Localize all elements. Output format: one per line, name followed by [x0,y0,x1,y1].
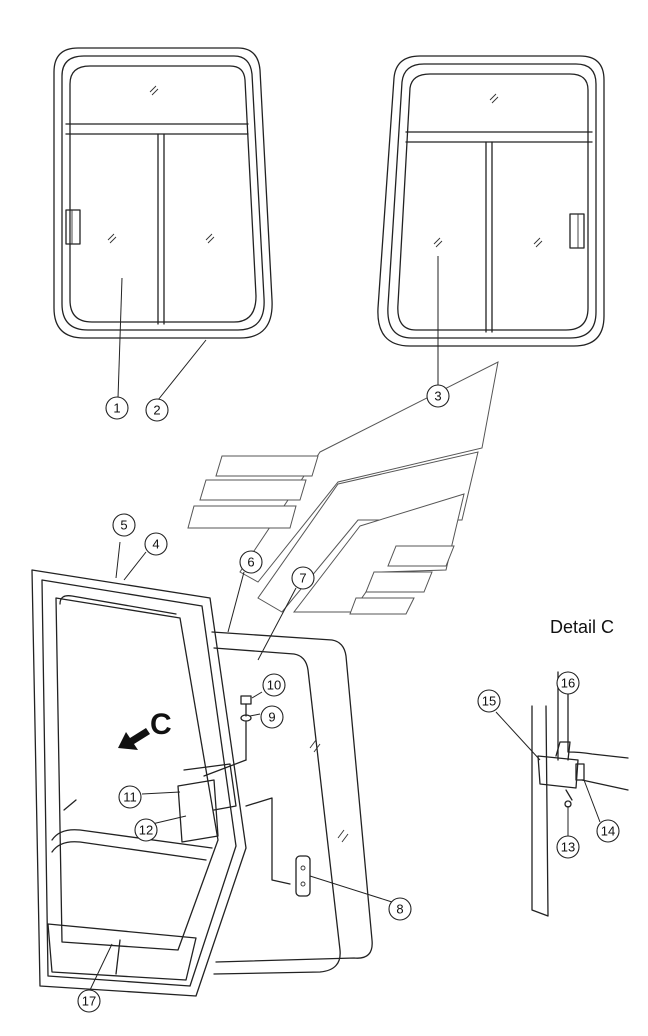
bolt-and-washer [203,695,252,777]
svg-text:11: 11 [123,790,137,805]
svg-text:4: 4 [152,537,159,552]
view-arrow: C [118,708,172,750]
callout-10: 10 [262,673,286,697]
callout-1: 1 [105,396,129,420]
callout-9: 9 [260,705,284,729]
detail-label: Detail C [550,617,614,637]
callout-6: 6 [239,550,263,574]
svg-text:17: 17 [82,994,96,1009]
right-sliding-window [377,55,605,347]
svg-text:14: 14 [601,824,615,839]
callout-5: 5 [112,513,136,537]
svg-text:5: 5 [120,518,127,533]
detail-c: Detail C [531,617,629,917]
callout-11: 11 [118,785,142,809]
callout-12: 12 [134,818,158,842]
view-letter: C [150,708,172,741]
svg-text:1: 1 [113,401,120,416]
door-frame [31,569,247,997]
watermark-logo [187,361,499,615]
callout-16: 16 [556,671,580,695]
svg-text:2: 2 [153,403,160,418]
svg-text:6: 6 [247,555,254,570]
callout-14: 14 [596,819,620,843]
callout-8: 8 [388,897,412,921]
callout-2: 2 [145,398,169,422]
svg-text:3: 3 [434,389,441,404]
callout-13: 13 [556,835,580,859]
svg-text:7: 7 [299,571,306,586]
leader-lines [89,256,601,991]
svg-text:13: 13 [561,840,575,855]
svg-text:8: 8 [396,902,403,917]
callout-15: 15 [477,689,501,713]
svg-text:9: 9 [268,710,275,725]
callout-3: 3 [426,384,450,408]
svg-text:12: 12 [139,823,153,838]
left-sliding-window [53,47,273,339]
callout-7: 7 [291,566,315,590]
callout-4: 4 [144,532,168,556]
svg-text:16: 16 [561,676,575,691]
svg-text:10: 10 [267,678,281,693]
callout-17: 17 [77,989,101,1013]
svg-text:15: 15 [482,694,496,709]
